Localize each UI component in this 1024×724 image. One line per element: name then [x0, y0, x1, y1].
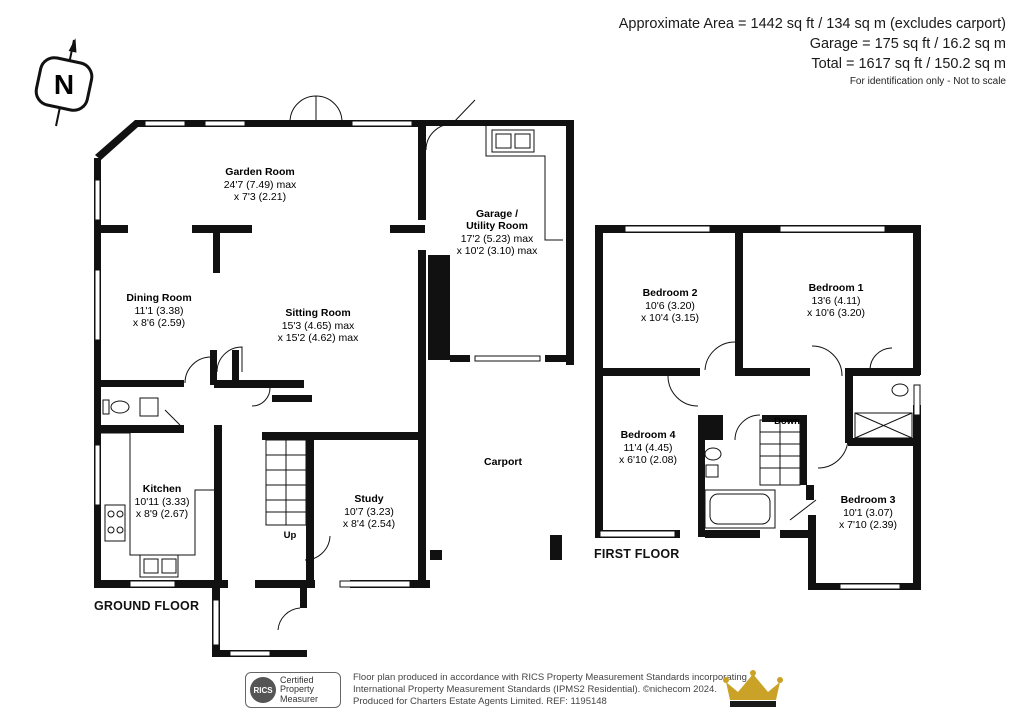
- ground-windows: [94, 120, 541, 657]
- first-floor-windows: [599, 225, 921, 590]
- cert-line2: Property: [280, 684, 315, 695]
- bedroom1-dim1: 13'6 (4.11): [811, 295, 860, 307]
- footer-line1: Floor plan produced in accordance with R…: [353, 672, 747, 683]
- garage-dim2: x 10'2 (3.10) max: [457, 245, 539, 257]
- garage-name1: Garage /: [476, 208, 518, 220]
- footer-line3: Produced for Charters Estate Agents Limi…: [353, 696, 607, 707]
- study-dim2: x 8'4 (2.54): [343, 518, 395, 530]
- bedroom2-dim2: x 10'4 (3.15): [641, 312, 699, 324]
- rics-logo-icon: RICS: [250, 677, 276, 703]
- bedroom3-dim2: x 7'10 (2.39): [839, 519, 897, 531]
- ground-stairs: [265, 439, 307, 526]
- compass-icon: N: [34, 38, 94, 127]
- kitchen-name: Kitchen: [143, 483, 182, 495]
- ground-floor-label: GROUND FLOOR: [94, 599, 200, 613]
- crown-logo-icon: [723, 670, 783, 707]
- total-area: Total = 1617 sq ft / 150.2 sq m: [811, 56, 1006, 72]
- bedroom2-dim1: 10'6 (3.20): [645, 300, 695, 312]
- sitting-room-dim1: 15'3 (4.65) max: [282, 320, 355, 332]
- study-name: Study: [354, 493, 383, 505]
- bedroom4-name: Bedroom 4: [621, 429, 676, 441]
- garden-room-dim1: 24'7 (7.49) max: [224, 179, 297, 191]
- bedroom2-name: Bedroom 2: [643, 287, 698, 299]
- room-labels: Garden Room 24'7 (7.49) max x 7'3 (2.21)…: [126, 166, 897, 541]
- bedroom3-name: Bedroom 3: [841, 494, 896, 506]
- carport-name: Carport: [484, 456, 522, 468]
- first-floor-label: FIRST FLOOR: [594, 547, 680, 561]
- garden-room-name: Garden Room: [225, 166, 294, 178]
- first-floor-fixtures: [667, 341, 913, 529]
- cert-line1: Certified: [280, 674, 314, 685]
- kitchen-fixtures: [101, 126, 563, 578]
- ground-floor-walls: [94, 120, 574, 657]
- footer-line2: International Property Measurement Stand…: [353, 684, 717, 695]
- bedroom4-dim2: x 6'10 (2.08): [619, 454, 677, 466]
- garage-dim1: 17'2 (5.23) max: [461, 233, 534, 245]
- rics-certified-badge: RICS Certified Property Measurer: [245, 672, 341, 708]
- sitting-room-name: Sitting Room: [285, 307, 350, 319]
- kitchen-dim1: 10'11 (3.33): [135, 496, 190, 508]
- kitchen-dim2: x 8'9 (2.67): [136, 508, 188, 520]
- stairs-down-label: Down: [774, 416, 800, 427]
- dining-room-name: Dining Room: [126, 292, 191, 304]
- bedroom3-dim1: 10'1 (3.07): [843, 507, 893, 519]
- footer-disclaimer: Floor plan produced in accordance with R…: [353, 672, 747, 708]
- garden-room-dim2: x 7'3 (2.21): [234, 191, 286, 203]
- approx-area: Approximate Area = 1442 sq ft / 134 sq m…: [618, 16, 1006, 32]
- bedroom1-name: Bedroom 1: [809, 282, 864, 294]
- garage-area: Garage = 175 sq ft / 16.2 sq m: [809, 36, 1006, 52]
- bedroom1-dim2: x 10'6 (3.20): [807, 307, 865, 319]
- compass-letter: N: [54, 69, 74, 100]
- area-summary: Approximate Area = 1442 sq ft / 134 sq m…: [619, 14, 1006, 89]
- stairs-up-label: Up: [284, 530, 297, 541]
- cert-line3: Measurer: [280, 693, 319, 704]
- dining-room-dim2: x 8'6 (2.59): [133, 317, 185, 329]
- sitting-room-dim2: x 15'2 (4.62) max: [278, 332, 360, 344]
- garage-name2: Utility Room: [466, 220, 528, 232]
- ground-doors: [164, 95, 476, 631]
- study-dim1: 10'7 (3.23): [344, 506, 394, 518]
- bedroom4-dim1: 11'4 (4.45): [623, 442, 672, 454]
- scale-note: For identification only - Not to scale: [849, 76, 1006, 87]
- dining-room-dim1: 11'1 (3.38): [134, 305, 183, 317]
